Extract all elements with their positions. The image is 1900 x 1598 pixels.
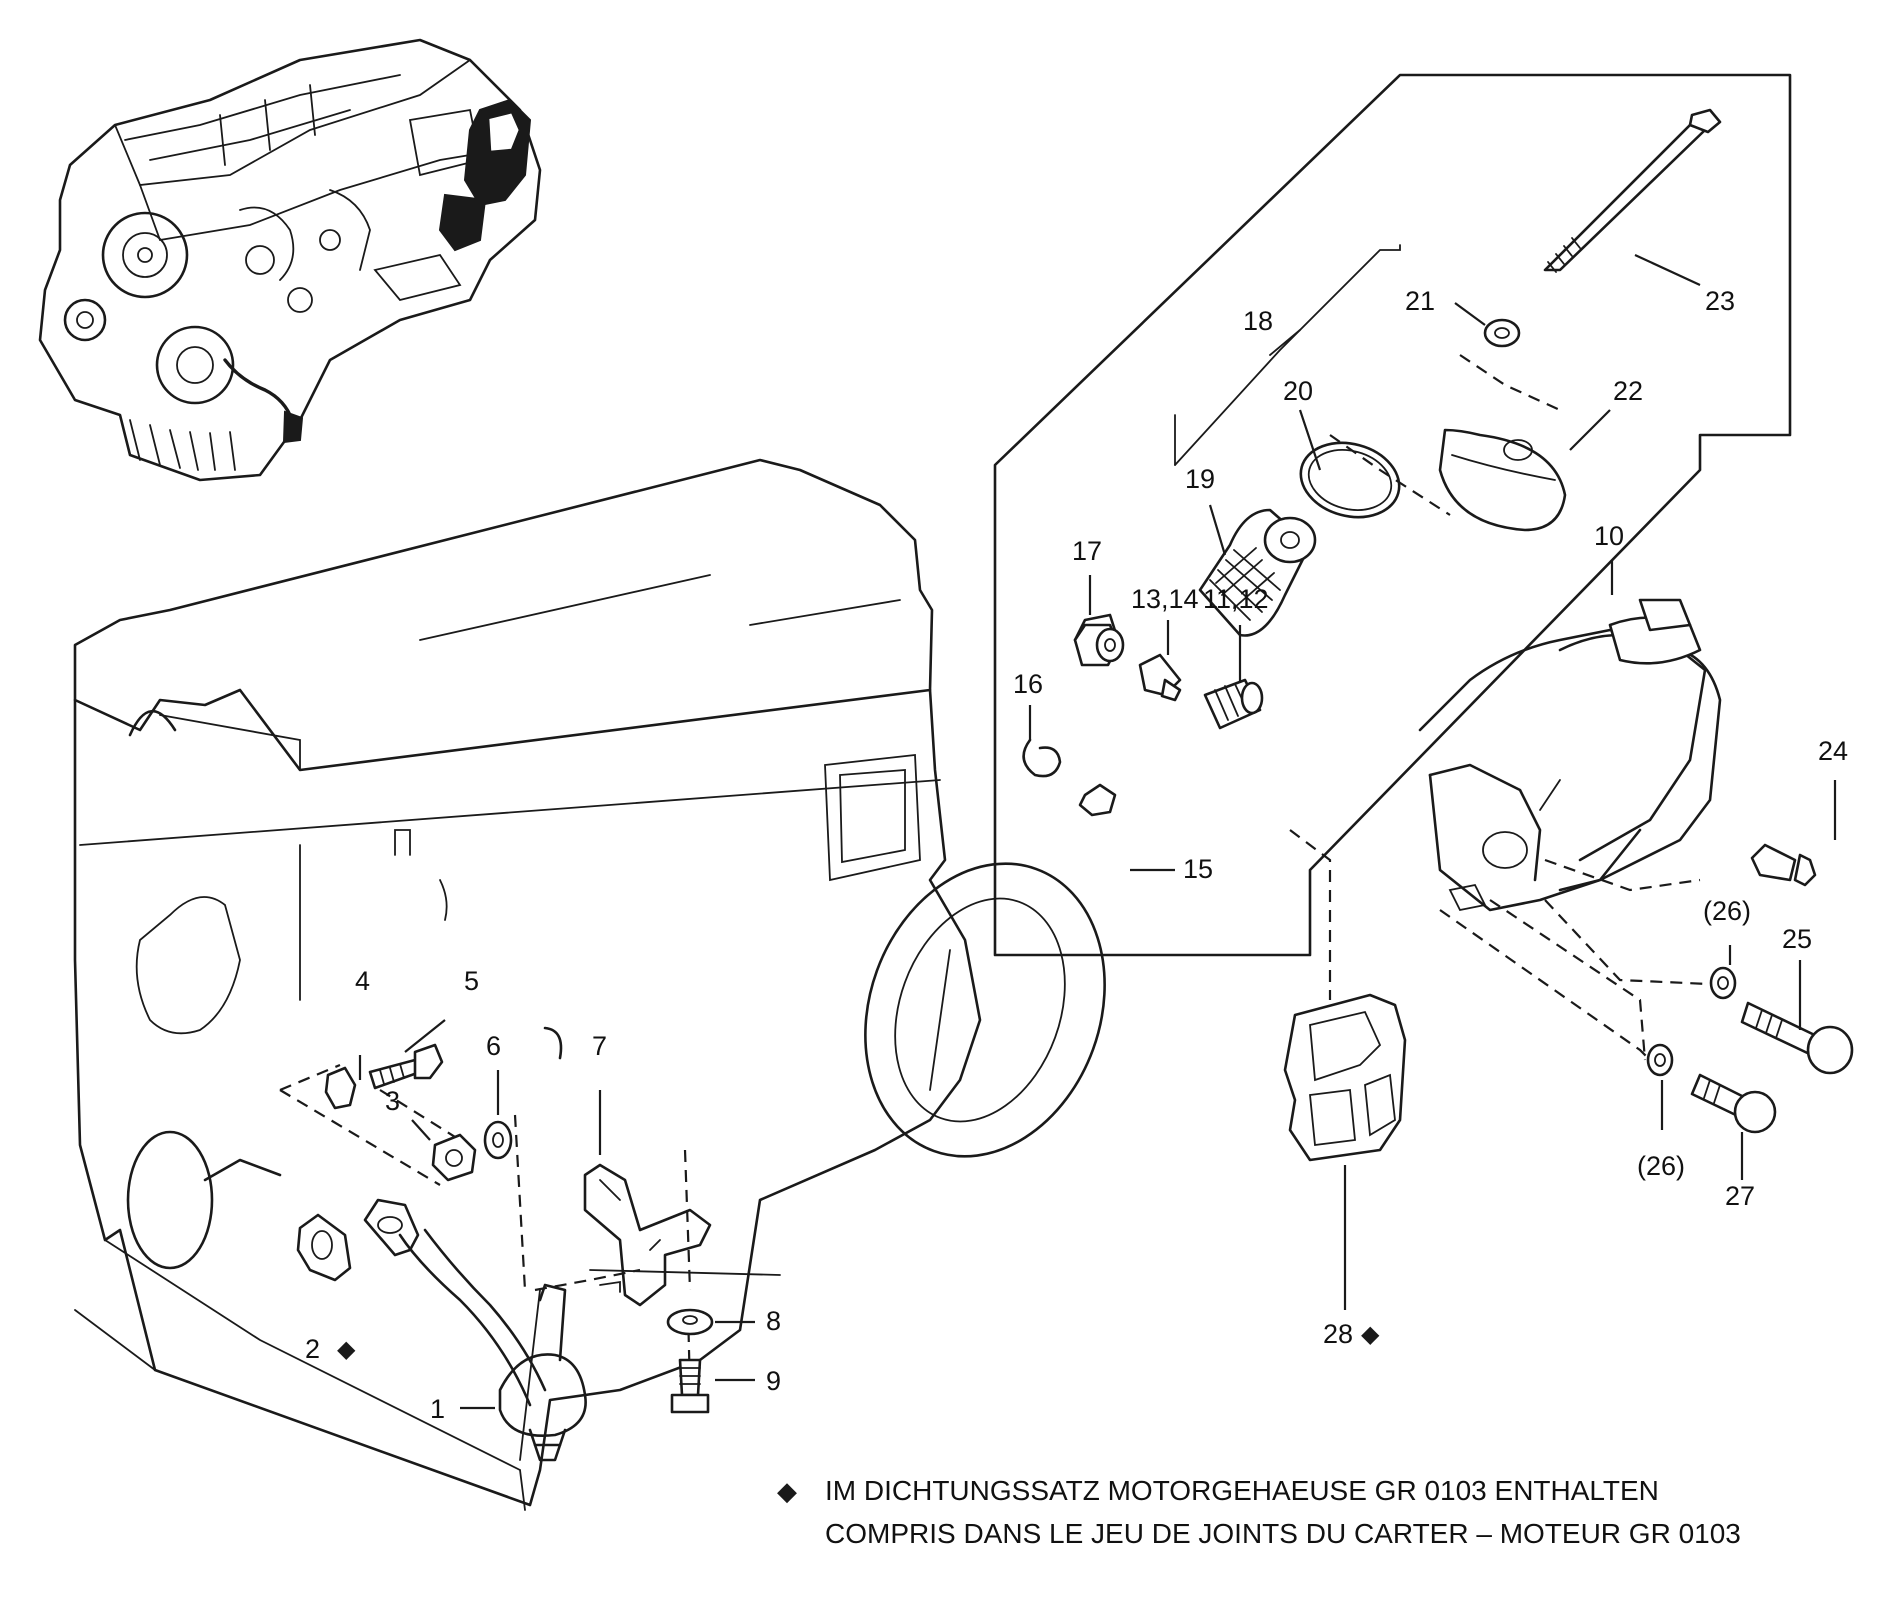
label-11-12: 11,12	[1203, 584, 1269, 614]
engine-block-illustration	[73, 458, 1106, 1511]
label-20: 20	[1283, 376, 1313, 406]
label-26-upper: (26)	[1703, 896, 1751, 926]
label-3: 3	[385, 1086, 400, 1116]
leader-lines	[358, 254, 1837, 1410]
label-5: 5	[464, 966, 479, 996]
footnote-line-2: COMPRIS DANS LE JEU DE JOINTS DU CARTER …	[825, 1518, 1741, 1549]
label-23: 23	[1705, 286, 1735, 316]
label-18: 18	[1243, 306, 1273, 336]
label-21: 21	[1405, 286, 1435, 316]
label-13-14: 13,14	[1131, 584, 1199, 614]
label-1: 1	[430, 1394, 445, 1424]
diamond-marker-28: ◆	[1361, 1320, 1380, 1348]
label-4: 4	[355, 966, 370, 996]
label-24: 24	[1818, 736, 1848, 766]
label-27: 27	[1725, 1181, 1755, 1211]
label-15: 15	[1183, 854, 1213, 884]
oil-pickup-group	[279, 1026, 714, 1462]
label-17: 17	[1072, 536, 1102, 566]
label-22: 22	[1613, 376, 1643, 406]
label-25: 25	[1782, 924, 1812, 954]
label-6: 6	[486, 1031, 501, 1061]
label-8: 8	[766, 1306, 781, 1336]
label-19: 19	[1185, 464, 1215, 494]
footnote-line-1: IM DICHTUNGSSATZ MOTORGEHAEUSE GR 0103 E…	[825, 1475, 1659, 1506]
label-7: 7	[592, 1031, 607, 1061]
label-26-lower: (26)	[1637, 1151, 1685, 1181]
callout-labels: 1 2 ◆ 3 4 5 6 7 8 9 10 11,12 13,14 15 16…	[305, 286, 1848, 1424]
label-2: 2	[305, 1334, 320, 1364]
oil-filter-group	[993, 73, 1854, 1162]
label-28: 28	[1323, 1319, 1353, 1349]
label-16: 16	[1013, 669, 1043, 699]
engine-overview-illustration	[38, 38, 542, 482]
footnote: ◆ IM DICHTUNGSSATZ MOTORGEHAEUSE GR 0103…	[777, 1475, 1741, 1549]
footnote-diamond: ◆	[777, 1477, 797, 1507]
label-9: 9	[766, 1366, 781, 1396]
diamond-marker-2: ◆	[337, 1335, 356, 1363]
label-10: 10	[1594, 521, 1624, 551]
